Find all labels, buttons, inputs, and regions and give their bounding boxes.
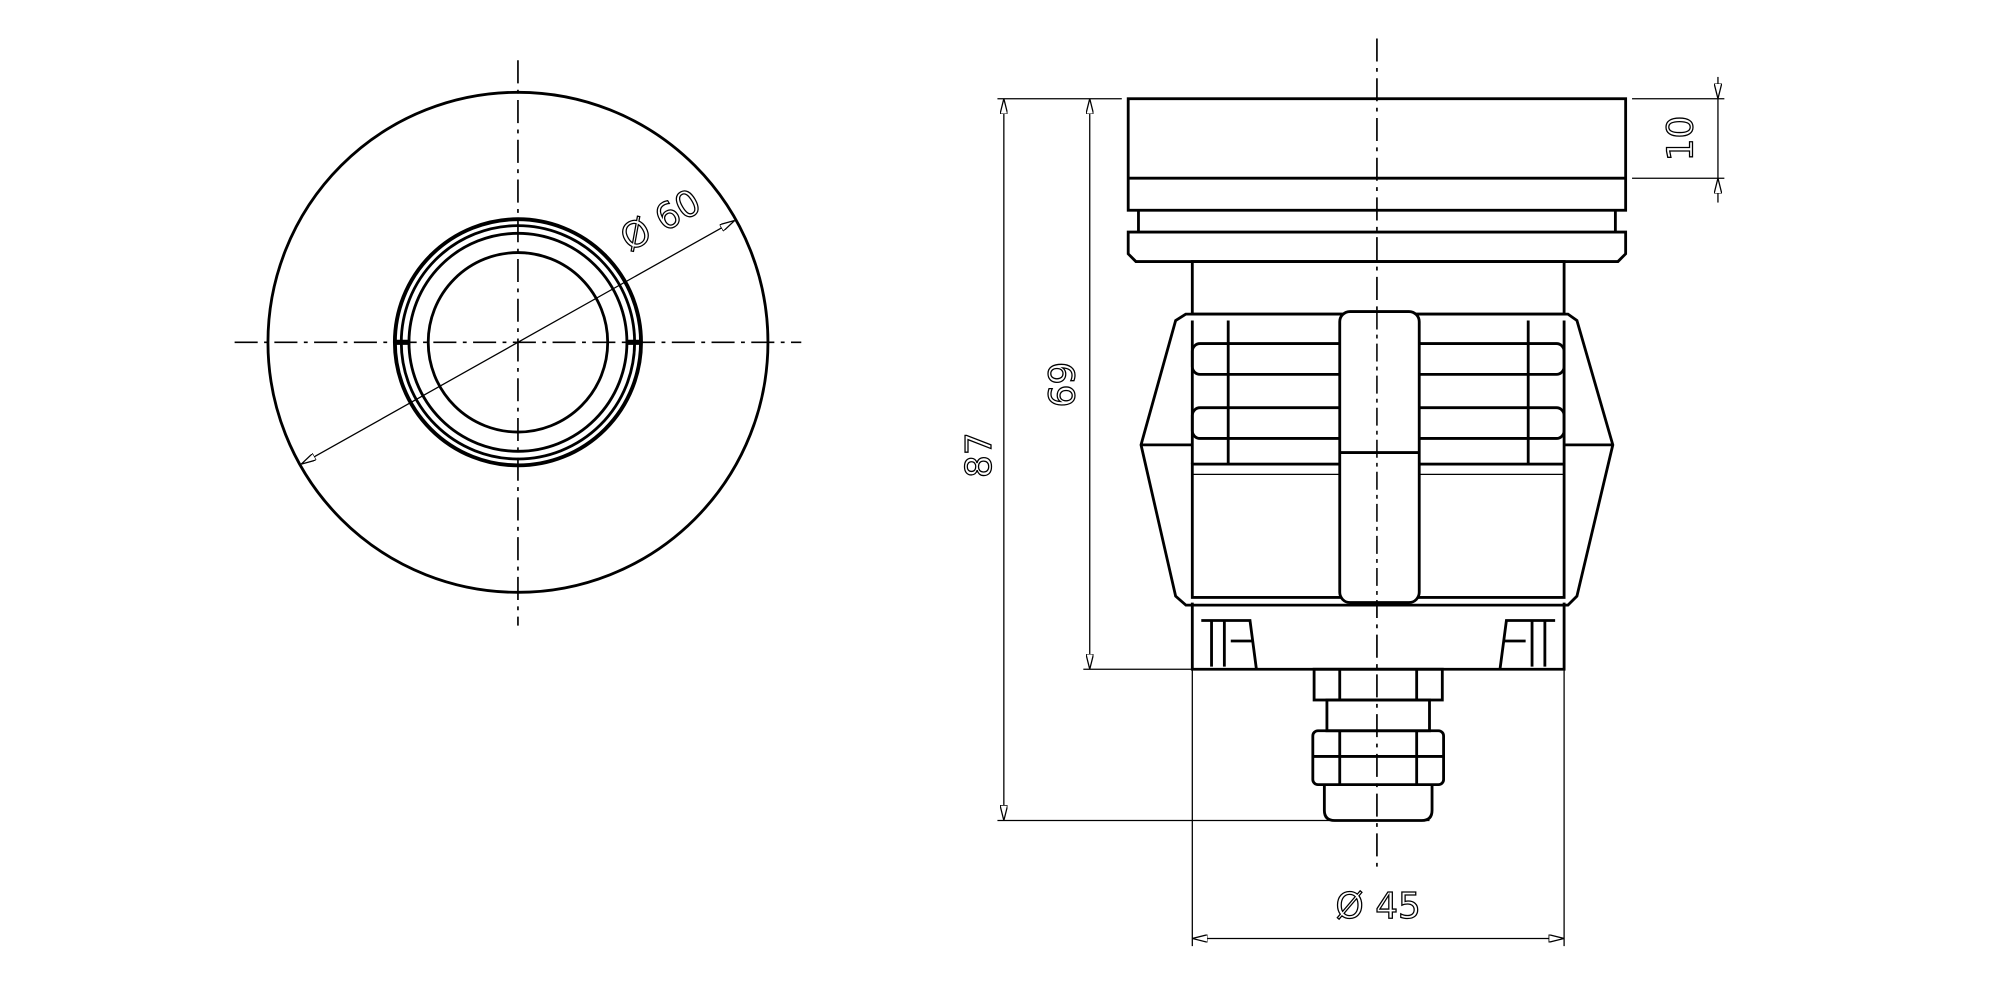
height-69-label: 69 [1042,362,1083,408]
gland-base [1312,667,1444,702]
housing-shell [1139,312,1615,607]
center-strap [1338,310,1421,604]
clip-left [1201,619,1258,670]
height-10-label: 10 [1660,116,1701,162]
height-87-label: 87 [959,432,1000,478]
top-cap [1126,97,1628,212]
top-view: Ø 60 [234,60,802,626]
gland-cap [1322,784,1434,822]
diameter-60-dimension-line [301,221,734,465]
flange [1126,230,1628,263]
base [1190,602,1566,671]
clip-right [1498,619,1556,670]
side-view: 87 69 10 Ø 45 [958,38,1725,947]
neck [1190,260,1566,316]
diameter-45-label: Ø 45 [1336,886,1421,927]
diameter-60-label: Ø 60 [614,182,708,260]
gland-body [1325,698,1431,733]
outer-circle [266,90,770,594]
